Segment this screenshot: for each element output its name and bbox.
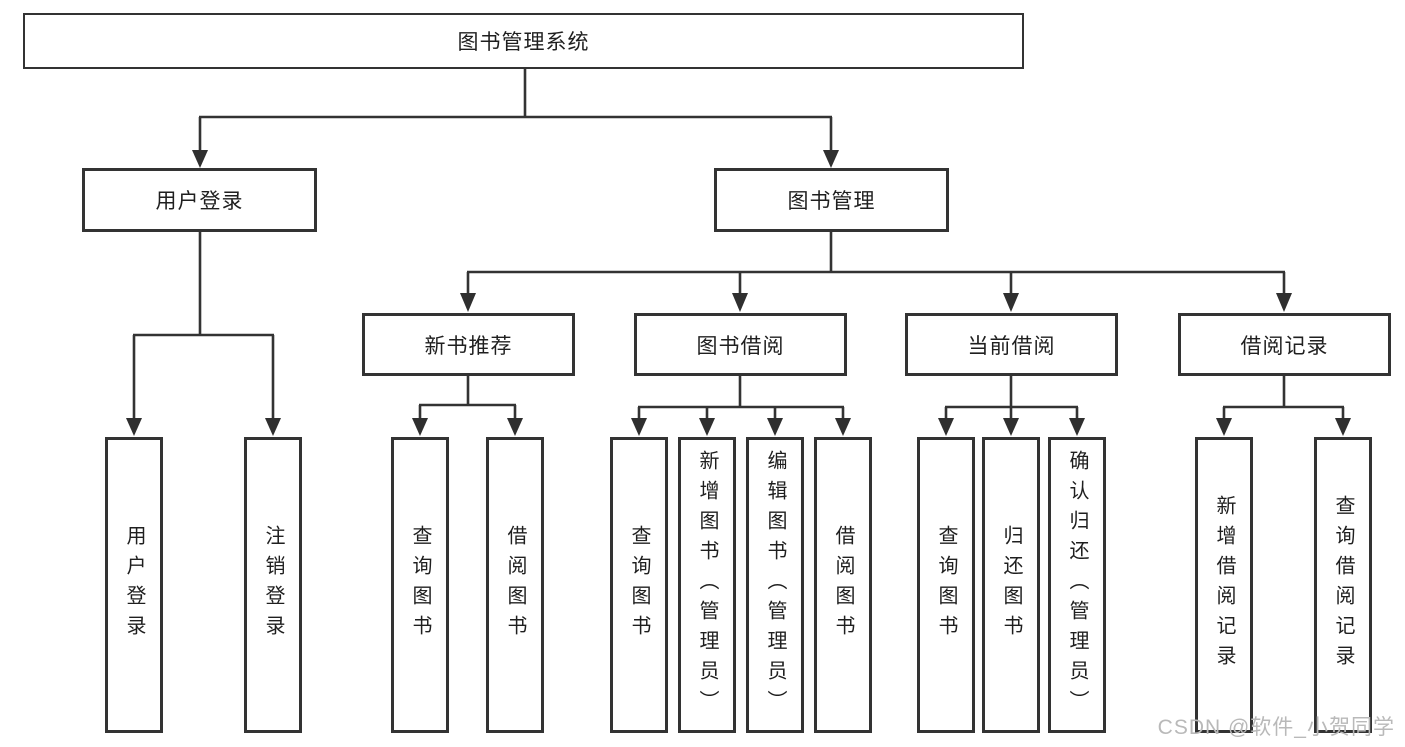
leaf-nb-borrow-book-label: 借阅图书 (504, 525, 526, 645)
leaf-bb-query-book: 查询图书 (610, 437, 668, 733)
leaf-logout-login-label: 注销登录 (262, 525, 284, 645)
leaf-br-query-record: 查询借阅记录 (1314, 437, 1372, 733)
csdn-watermark: CSDN @软件_小贺同学 (1157, 716, 1395, 739)
node-book-borrow-label: 图书借阅 (696, 334, 785, 358)
leaf-bb-borrow-book: 借阅图书 (814, 437, 872, 733)
leaf-bb-add-book-admin: 新增图书（管理员） (678, 437, 736, 733)
leaf-bb-borrow-book-label: 借阅图书 (832, 525, 854, 645)
leaf-logout-login: 注销登录 (244, 437, 302, 733)
leaf-cb-confirm-return-admin: 确认归还（管理员） (1048, 437, 1106, 733)
node-book-management-label: 图书管理 (787, 190, 876, 213)
node-current-borrow-label: 当前借阅 (967, 334, 1056, 358)
leaf-user-login: 用户登录 (105, 437, 163, 733)
leaf-nb-borrow-book: 借阅图书 (486, 437, 544, 733)
leaf-br-query-record-label: 查询借阅记录 (1332, 495, 1354, 675)
node-new-book-recommend-label: 新书推荐 (424, 334, 513, 358)
leaf-br-add-record: 新增借阅记录 (1195, 437, 1253, 733)
leaf-br-add-record-label: 新增借阅记录 (1213, 495, 1235, 675)
leaf-bb-add-book-admin-label: 新增图书（管理员） (696, 450, 718, 720)
leaf-nb-query-book: 查询图书 (391, 437, 449, 733)
leaf-bb-edit-book-admin: 编辑图书（管理员） (746, 437, 804, 733)
node-new-book-recommend: 新书推荐 (362, 313, 575, 376)
leaf-bb-edit-book-admin-label: 编辑图书（管理员） (764, 450, 786, 720)
node-borrow-record-label: 借阅记录 (1240, 334, 1329, 358)
leaf-bb-query-book-label: 查询图书 (628, 525, 650, 645)
node-current-borrow: 当前借阅 (905, 313, 1118, 376)
leaf-cb-query-book-label: 查询图书 (935, 525, 957, 645)
node-book-management: 图书管理 (714, 168, 949, 232)
node-user-login-label: 用户登录 (155, 190, 244, 213)
node-user-login: 用户登录 (82, 168, 317, 232)
node-book-borrow: 图书借阅 (634, 313, 847, 376)
leaf-cb-confirm-return-admin-label: 确认归还（管理员） (1066, 450, 1088, 720)
node-root-label: 图书管理系统 (457, 31, 590, 54)
leaf-nb-query-book-label: 查询图书 (409, 525, 431, 645)
node-root-system: 图书管理系统 (23, 13, 1024, 69)
leaf-cb-return-book-label: 归还图书 (1000, 525, 1022, 645)
node-borrow-record: 借阅记录 (1178, 313, 1391, 376)
leaf-cb-query-book: 查询图书 (917, 437, 975, 733)
leaf-user-login-label: 用户登录 (123, 525, 145, 645)
leaf-cb-return-book: 归还图书 (982, 437, 1040, 733)
